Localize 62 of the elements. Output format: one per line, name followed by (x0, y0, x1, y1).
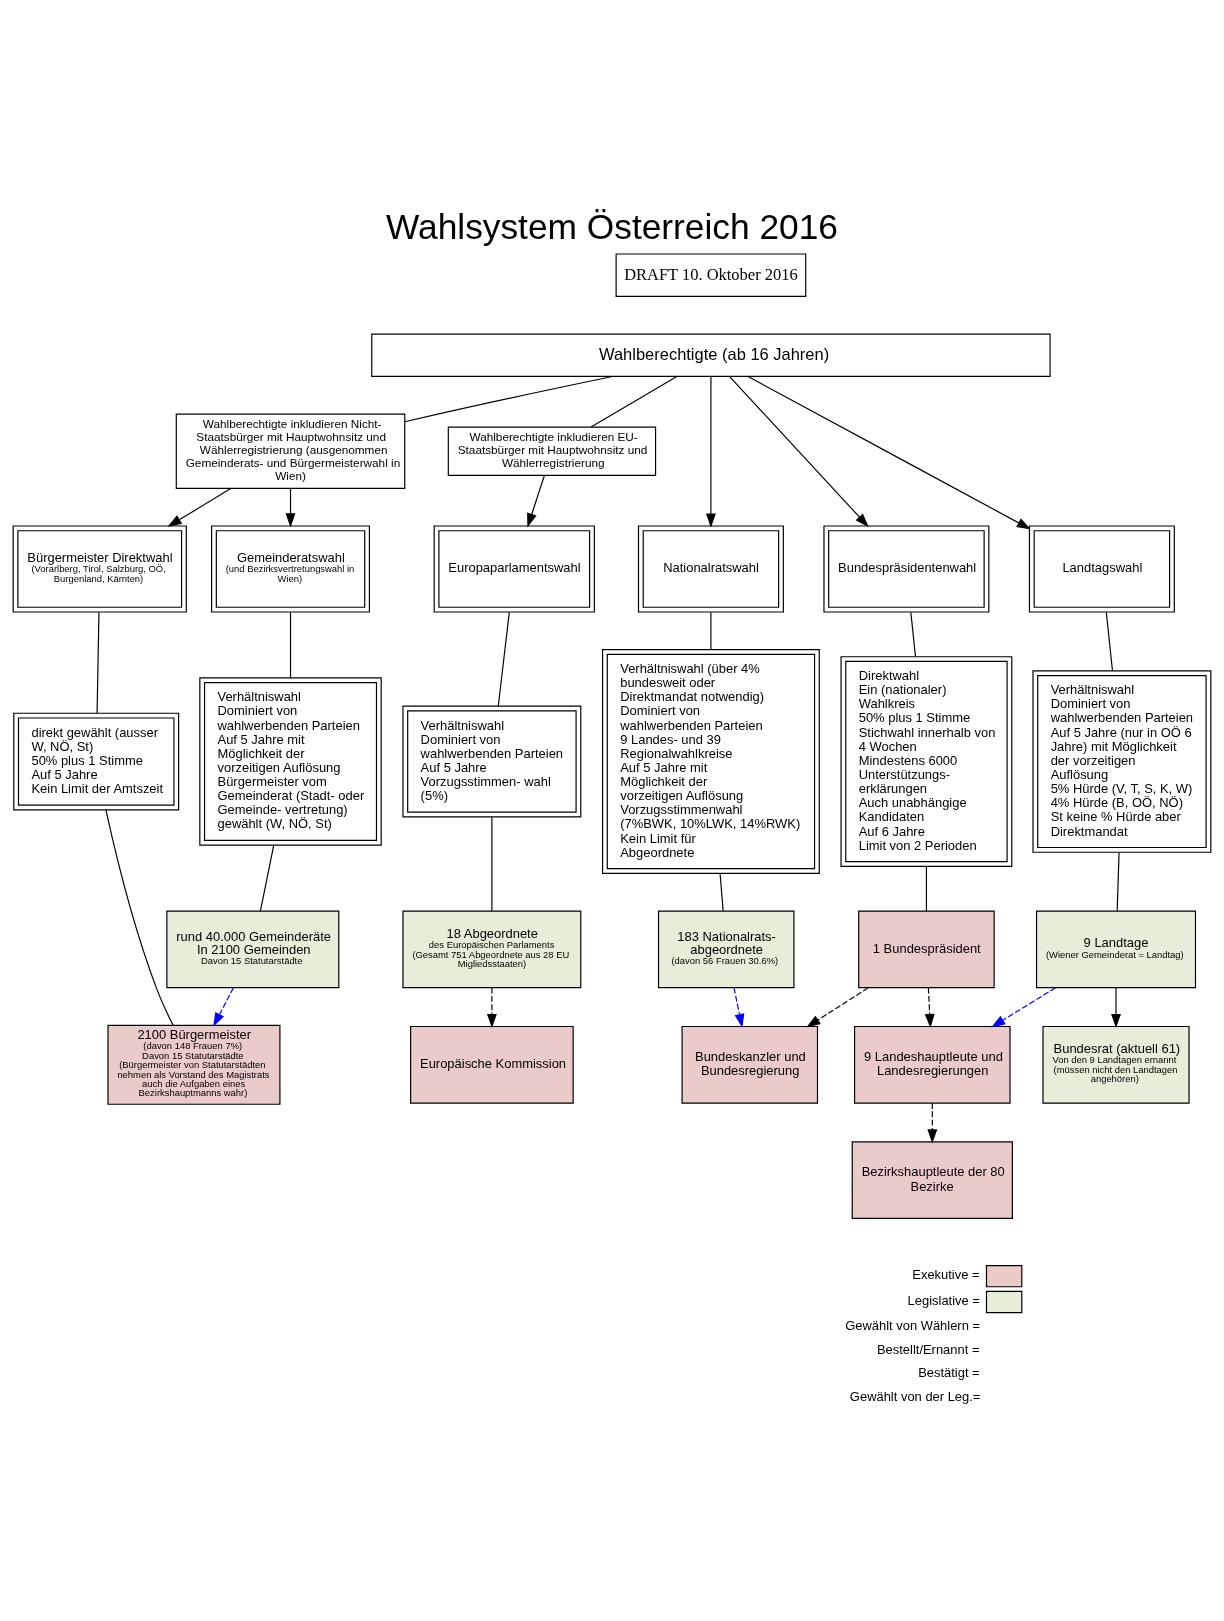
node-box: Bürgermeister Direktwahl (Vorarlberg, Tirol, Salzburg, OÖ, Burgenland, Kärnten) (12, 524, 187, 613)
node-box: direkt gewählt (ausser W, NÖ, St) 50% plus 1 Stimme Auf 5 Jahre Kein Limit der Amtszeit (13, 712, 180, 810)
node-box: Wahlberechtigte (ab 16 Jahren) (371, 333, 1051, 377)
node-box: 9 Landeshauptleute und Landesregierungen (854, 1025, 1011, 1104)
node-box: Gemeinderatswahl (und Bezirksvertretungswahl in Wien) (211, 524, 370, 613)
node-box: Wahlberechtigte inkludieren Nicht-Staatsbürger mit Hauptwohnsitz und Wählerregistrierung (ausgenommen Gemeinderats- und Bürgermeisterwahl in Wien) (175, 413, 406, 489)
arrow (527, 474, 545, 528)
arrow (285, 487, 296, 527)
legend-label: Gewählt von Wählern = (845, 1317, 981, 1333)
node-box: 18 Abgeordnete des Europäischen Parlaments (Gesamt 751 Abgeordnete aus 28 EU Migliedsstaaten) (402, 910, 582, 988)
node-box: Nationalratswahl (637, 524, 784, 613)
connector (710, 611, 712, 650)
connector (719, 872, 724, 911)
legend-label: Gewählt von der Leg.= (849, 1388, 981, 1404)
node-box: Verhältniswahl Dominiert von wahlwerbenden Parteien Auf 5 Jahre (nur in OÖ 6 Jahre) mit Möglichkeit der vorzeitigen Auflösung 5% Hürde (V, T, S, K, W) 4% Hürde (B, OÖ, NÖ) St keine % Hürde aber Direktmandat (1032, 669, 1212, 853)
legend-label: Bestellt/Ernannt = (876, 1341, 980, 1357)
node-box: Wahlberechtigte inkludieren EU-Staatsbürger mit Hauptwohnsitz und Wählerregistrierung (447, 426, 657, 476)
node-box: 9 Landtage (Wiener Gemeinderat = Landtag) (1035, 910, 1197, 988)
connector (404, 375, 614, 422)
arrow (806, 986, 869, 1027)
arrow (1111, 986, 1121, 1028)
node-box: 2100 Bürgermeister (davon 148 Frauen 7%) Davon 15 Statutarstädte (Bürgermeister von Statutarstädten nehmen als Vorstand des Magistrats auch die Aufgaben eines Bezirkshauptmanns wahr) (107, 1024, 281, 1105)
connector (259, 844, 275, 911)
arrow (167, 487, 232, 527)
node-box: Bezirkshauptleute der 80 Bezirke (851, 1140, 1013, 1219)
arrow (213, 986, 234, 1027)
connector (96, 611, 100, 713)
connector (105, 809, 174, 1026)
node-box: Europaparlamentswahl (433, 524, 595, 613)
arrow (747, 375, 1031, 529)
diagram-title: Wahlsystem Österreich 2016 (385, 206, 839, 246)
connector (590, 375, 678, 428)
node-box: Direktwahl Ein (nationaler) Wahlkreis 50% plus 1 Stimme Stichwahl innerhalb von 4 Wochen Mindestens 6000 Unterstützungs- erklärungen Auch unabhängige Kandidaten Auf 6 Jahre Limit von 2 Perioden (840, 655, 1013, 867)
node-box: Verhältniswahl Dominiert von wahlwerbenden Parteien Auf 5 Jahre mit Möglichkeit der vorzeitigen Auflösung Bürgermeister vom Gemeinderat (Stadt- oder Gemeinde- vertretung) gewählt (W, NÖ, St) (199, 676, 382, 846)
node-box: Verhältniswahl Dominiert von wahlwerbenden Parteien Auf 5 Jahre Vorzugsstimmen- wahl (5%) (402, 705, 582, 817)
arrow (733, 986, 745, 1028)
node-box: rund 40.000 Gemeinderäte In 2100 Gemeinden Davon 15 Statutarstädte (166, 910, 340, 988)
node-box: Verhältniswahl (über 4% bundesweit oder Direktmandat notwendig) Dominiert von wahlwerbenden Parteien 9 Landes- und 39 Regionalwahlkreise Auf 5 Jahre mit Möglichkeit der vorzeitigen Auflösung Vorzugsstimmenwahl (7%BWK, 10%LWK, 14%RWK) Kein Limit für Abgeordnete (602, 648, 820, 874)
legend-label: Exekutive = (912, 1266, 980, 1282)
arrow (705, 375, 716, 528)
connector (1116, 851, 1120, 911)
arrow (486, 986, 497, 1028)
arrow (927, 1102, 938, 1143)
connector (925, 865, 927, 911)
legend-label: Legislative = (907, 1292, 980, 1308)
connector (289, 611, 292, 678)
node-box: Bundeskanzler und Bundesregierung (681, 1025, 819, 1104)
arrow (991, 986, 1056, 1027)
connector (497, 611, 510, 707)
node-box: Bundespräsidentenwahl (823, 524, 990, 613)
label: DRAFT 10. Oktober 2016 (624, 264, 798, 284)
arrow (924, 986, 935, 1028)
node-box: Europäische Kommission (410, 1025, 574, 1104)
node-box: 183 Nationalrats- abgeordnete (davon 56 Frauen 30.6%) (657, 910, 795, 988)
node-box: Landtagswahl (1028, 524, 1175, 613)
node-box: 1 Bundespräsident (858, 910, 995, 988)
connector (910, 611, 917, 657)
connector (491, 816, 493, 912)
connector (1105, 611, 1114, 671)
arrow (729, 375, 869, 527)
legend-label: Bestätigt = (918, 1364, 980, 1380)
node-box: Bundesrat (aktuell 61) Von den 9 Landtagen ernannt (müssen nicht den Landtagen angehören) (1042, 1025, 1190, 1104)
